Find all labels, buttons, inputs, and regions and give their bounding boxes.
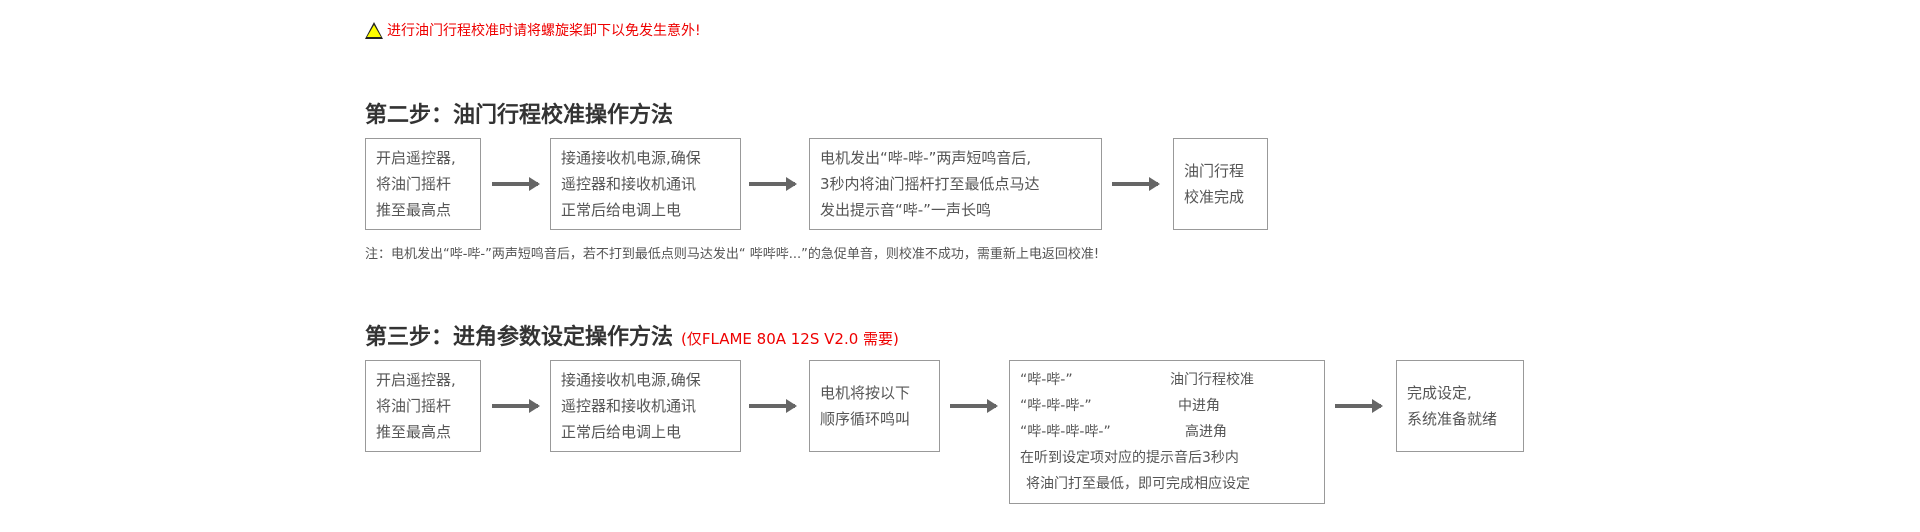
step2-note: 注：电机发出“哔-哔-”两声短鸣音后，若不打到最低点则马达发出“ 哔哔哔...”… (365, 247, 1100, 262)
warning: 进行油门行程校准时请将螺旋桨卸下以免发生意外! (365, 20, 701, 40)
step3-box-1: 开启遥控器,将油门摇杆推至最高点 (365, 360, 481, 452)
arrow-icon (492, 399, 540, 413)
step2-title: 第二步：油门行程校准操作方法 (365, 103, 674, 128)
arrow-icon (1112, 177, 1160, 191)
step3-box-4: “哔-哔-”油门行程校准 “哔-哔-哔-”中进角 “哔-哔-哔-哔-”高进角 在… (1009, 360, 1325, 504)
step2-box-2: 接通接收机电源,确保遥控器和接收机通讯正常后给电调上电 (550, 138, 741, 230)
step2-box-3: 电机发出“哔-哔-”两声短鸣音后,3秒内将油门摇杆打至最低点马达发出提示音“哔-… (809, 138, 1102, 230)
step3-box-2: 接通接收机电源,确保遥控器和接收机通讯正常后给电调上电 (550, 360, 741, 452)
arrow-icon (1335, 399, 1383, 413)
arrow-icon (950, 399, 998, 413)
arrow-icon (749, 177, 797, 191)
step3-title: 第三步：进角参数设定操作方法(仅FLAME 80A 12S V2.0 需要) (365, 325, 899, 350)
step3-box-5: 完成设定,系统准备就绪 (1396, 360, 1524, 452)
arrow-icon (492, 177, 540, 191)
arrow-icon (749, 399, 797, 413)
step2-box-4: 油门行程校准完成 (1173, 138, 1268, 230)
step2-box-1: 开启遥控器,将油门摇杆推至最高点 (365, 138, 481, 230)
step3-box-3: 电机将按以下顺序循环鸣叫 (809, 360, 940, 452)
warning-icon (365, 21, 383, 39)
